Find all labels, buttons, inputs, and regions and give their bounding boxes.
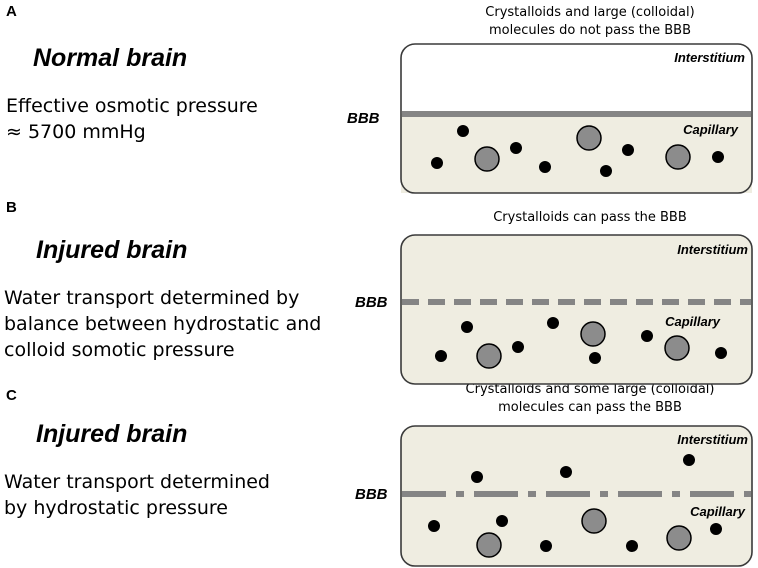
- panel-c-description: Water transport determined by hydrostati…: [4, 469, 270, 521]
- panel-b-capillary-label: Capillary: [665, 314, 721, 329]
- small-particle: [512, 341, 524, 353]
- small-particle: [457, 125, 469, 137]
- small-particle: [589, 352, 601, 364]
- panel-a-caption: Crystalloids and large (colloidal) molec…: [402, 4, 758, 40]
- small-particle: [626, 540, 638, 552]
- small-particle: [600, 165, 612, 177]
- small-particle: [715, 347, 727, 359]
- panel-a-description-line-1: Effective osmotic pressure: [6, 95, 258, 117]
- panel-b-bbb-label: BBB: [355, 294, 388, 311]
- small-particle: [431, 157, 443, 169]
- small-particle: [683, 454, 695, 466]
- small-particle: [461, 321, 473, 333]
- panel-b-interstitium-label: Interstitium: [677, 242, 748, 257]
- panel-a-interstitium-label: Interstitium: [674, 50, 745, 65]
- large-particle: [476, 343, 502, 369]
- panel-c-description-line-1: Water transport determined: [4, 471, 270, 493]
- panel-b-compartment: Interstitium Capillary: [400, 234, 753, 385]
- panel-a-capillary-label: Capillary: [683, 122, 739, 137]
- small-particle: [560, 466, 572, 478]
- panel-a-bbb-label: BBB: [347, 110, 380, 127]
- large-particle: [664, 335, 690, 361]
- panel-c-letter: C: [6, 387, 17, 404]
- panel-a-description-line-2: ≈ 5700 mmHg: [6, 121, 146, 143]
- panel-c-interstitium-label: Interstitium: [677, 432, 748, 447]
- panel-b-heading: Injured brain: [36, 236, 188, 264]
- panel-b-caption: Crystalloids can pass the BBB: [402, 209, 758, 227]
- panel-c-bbb-label: BBB: [355, 486, 388, 503]
- large-particle: [576, 125, 602, 151]
- large-particle: [580, 321, 606, 347]
- panel-a-caption-line-1: Crystalloids and large (colloidal): [485, 5, 695, 20]
- large-particle: [476, 532, 502, 558]
- panel-b-frame: [400, 234, 753, 385]
- small-particle: [510, 142, 522, 154]
- panel-c-capillary-label: Capillary: [690, 504, 746, 519]
- small-particle: [547, 317, 559, 329]
- panel-b-description-line-1: Water transport determined by: [4, 287, 300, 309]
- panel-b-description-line-3: colloid somotic pressure: [4, 339, 235, 361]
- small-particle: [496, 515, 508, 527]
- small-particle: [539, 161, 551, 173]
- panel-b-caption-line-1: Crystalloids can pass the BBB: [493, 210, 687, 225]
- panel-a-letter: A: [6, 3, 17, 20]
- panel-c-caption-line-1: Crystalloids and some large (colloidal): [465, 382, 715, 397]
- panel-a-frame: [400, 43, 753, 194]
- panel-a-interstitium-region: [401, 44, 752, 114]
- small-particle: [471, 471, 483, 483]
- large-particle: [665, 144, 691, 170]
- large-particle: [474, 146, 500, 172]
- small-particle: [710, 523, 722, 535]
- panel-c-description-line-2: by hydrostatic pressure: [4, 497, 228, 519]
- large-particle: [666, 525, 692, 551]
- small-particle: [712, 151, 724, 163]
- panel-a-caption-line-2: molecules do not pass the BBB: [488, 23, 691, 38]
- panel-a-heading: Normal brain: [33, 44, 188, 72]
- panel-b-description-line-2: balance between hydrostatic and: [4, 313, 322, 335]
- large-particle: [581, 508, 607, 534]
- small-particle: [622, 144, 634, 156]
- panel-c-compartment: Interstitium Capillary: [400, 425, 753, 567]
- small-particle: [435, 350, 447, 362]
- small-particle: [641, 330, 653, 342]
- panel-a-description: Effective osmotic pressure ≈ 5700 mmHg: [6, 93, 258, 145]
- panel-c-caption-line-2: molecules can pass the BBB: [498, 400, 682, 415]
- panel-b-description: Water transport determined by balance be…: [4, 285, 321, 363]
- panel-b-letter: B: [6, 199, 17, 216]
- small-particle: [428, 520, 440, 532]
- small-particle: [540, 540, 552, 552]
- panel-a-compartment: Interstitium Capillary: [400, 43, 753, 194]
- panel-c-heading: Injured brain: [36, 420, 188, 448]
- panel-c-caption: Crystalloids and some large (colloidal) …: [402, 381, 758, 417]
